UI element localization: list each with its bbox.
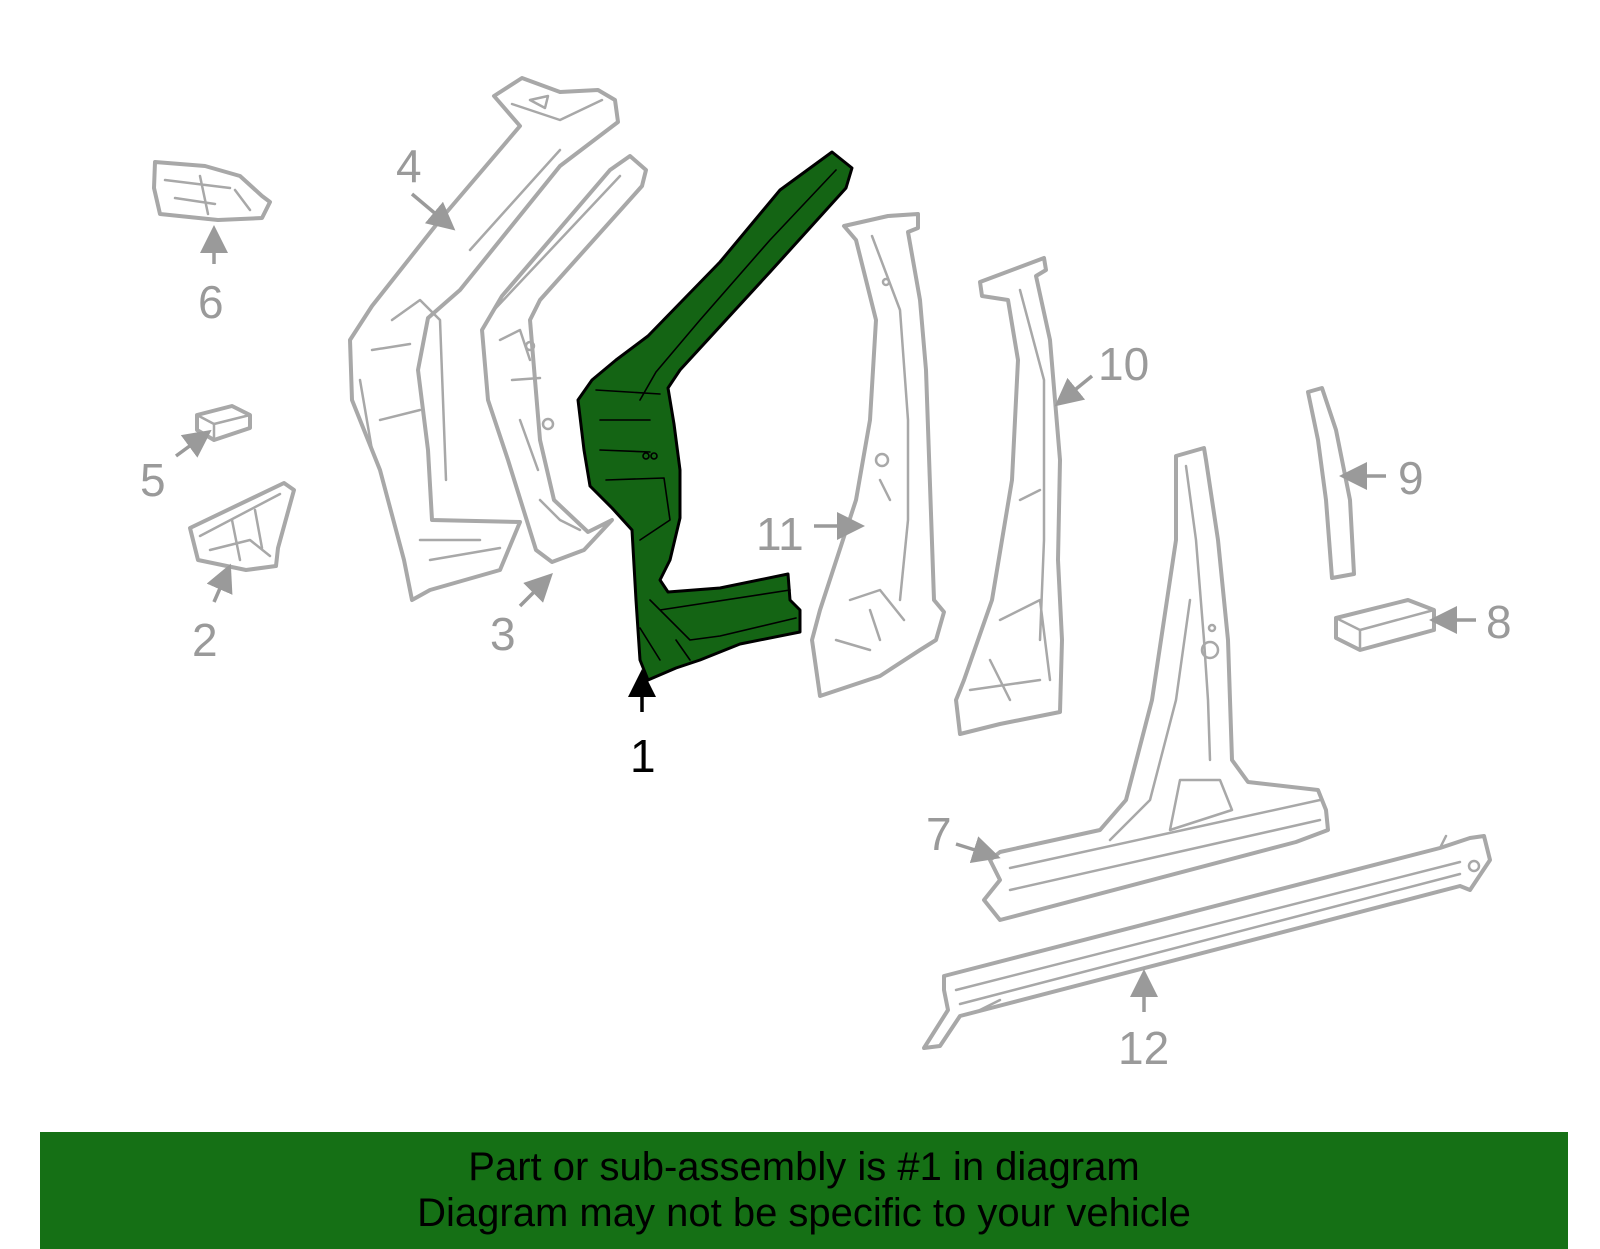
part-2-bracket: [188, 481, 296, 572]
banner-line-2: Diagram may not be specific to your vehi…: [417, 1191, 1191, 1235]
part-4-pillar: [348, 76, 620, 602]
part-10-center-pillar: [954, 256, 1064, 736]
part-9-strip: [1306, 386, 1356, 580]
callout-6: 6: [198, 276, 224, 328]
part-12-rocker: [922, 834, 1492, 1050]
callout-5: 5: [140, 454, 166, 506]
part-3-pillar: [480, 154, 648, 564]
callout-2: 2: [192, 614, 218, 666]
part-8-block: [1334, 598, 1436, 652]
part-11-center-pillar: [810, 212, 946, 698]
callout-4: 4: [396, 140, 422, 192]
callout-7: 7: [926, 808, 952, 860]
part-7-body-side: [982, 446, 1330, 922]
callout-10: 10: [1098, 338, 1149, 390]
callout-3: 3: [490, 608, 516, 660]
part-6-bracket: [152, 160, 272, 222]
part-1-hinge-pillar: [576, 150, 854, 682]
callout-1: 1: [630, 730, 656, 782]
callout-12: 12: [1118, 1022, 1169, 1074]
info-banner: Part or sub-assembly is #1 in diagram Di…: [40, 1132, 1568, 1249]
callout-11: 11: [756, 508, 804, 560]
callout-9: 9: [1398, 452, 1424, 504]
banner-line-1: Part or sub-assembly is #1 in diagram: [468, 1145, 1140, 1189]
callout-8: 8: [1486, 596, 1512, 648]
leader-lines: [174, 192, 1476, 1012]
parts-diagram: 4 6 5 2 3 1 11 10 9 8 7 12: [140, 76, 1512, 1074]
